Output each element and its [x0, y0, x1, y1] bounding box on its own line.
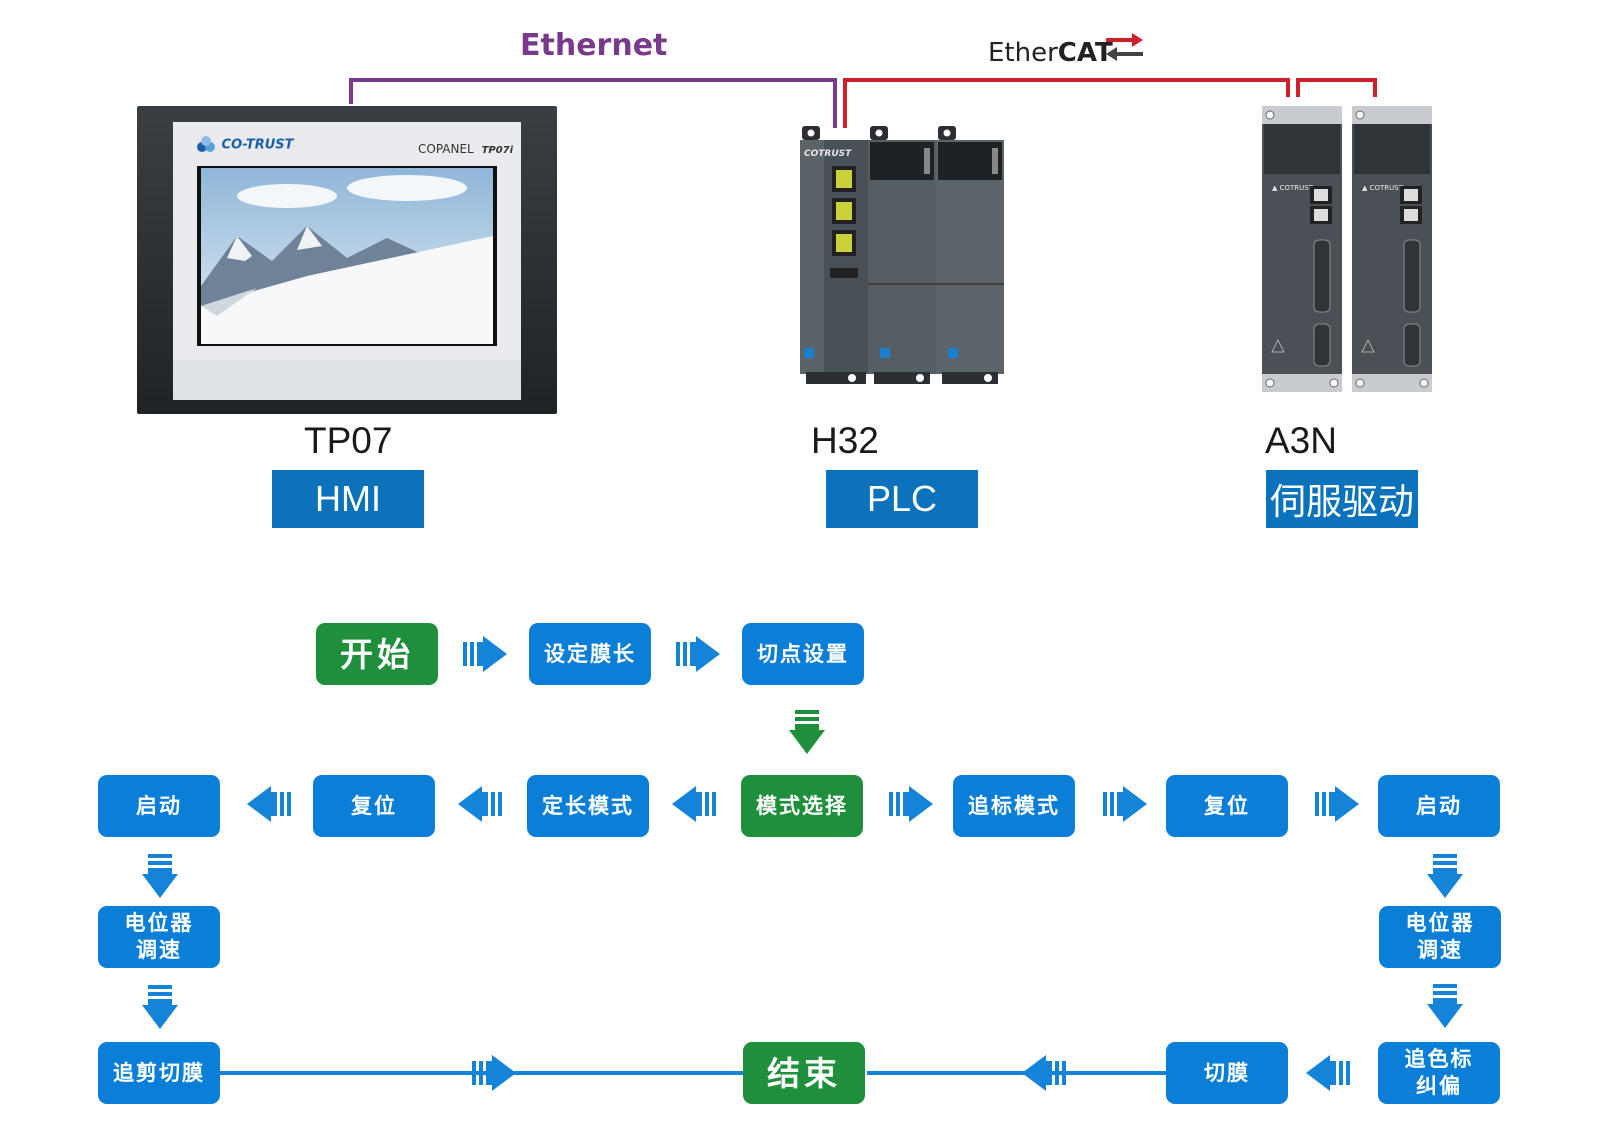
flow-chase-cut-film: 追剪切膜: [98, 1042, 220, 1104]
servo-role-badge: 伺服驱动: [1266, 470, 1418, 528]
svg-text:COTRUST: COTRUST: [804, 149, 852, 159]
arrow-left-icon: [247, 786, 291, 822]
flow-set-film-length: 设定膜长: [529, 623, 651, 685]
hmi-role-badge: HMI: [272, 470, 424, 528]
cotrust-logo-icon: [195, 136, 217, 154]
flow-reset-left: 复位: [313, 775, 435, 837]
ethernet-line: [349, 78, 837, 128]
arrow-right-icon: [463, 636, 507, 672]
ethernet-label: Ethernet: [520, 28, 668, 63]
network-lines: [349, 33, 1377, 128]
plc-model-label: H32: [811, 420, 879, 461]
hmi-model-label: TP07: [304, 420, 393, 461]
flow-color-mark-correction: 追色标纠偏: [1378, 1042, 1500, 1104]
hmi-device: CO-TRUST COPANEL TP07i: [137, 106, 557, 414]
mountain-wallpaper-image: [201, 168, 493, 344]
ethercat-label: EtherCAT: [988, 38, 1113, 68]
flow-pot-speed-left: 电位器调速: [98, 906, 220, 968]
plc-device: COTRUST: [800, 126, 1008, 392]
arrow-right-icon: [889, 786, 933, 822]
hmi-bezel: CO-TRUST COPANEL TP07i: [173, 122, 521, 400]
flow-arrows: [142, 636, 1463, 1091]
servo-model-label: A3N: [1265, 420, 1337, 461]
arrow-down-icon: [1427, 854, 1463, 898]
servo-drive-1: ▲ COTRUST: [1262, 106, 1342, 392]
hmi-brand: CO-TRUST: [195, 136, 294, 154]
arrow-right-icon: [1103, 786, 1147, 822]
arrow-right-icon: [1315, 786, 1359, 822]
svg-text:▲ COTRUST: ▲ COTRUST: [1272, 184, 1314, 192]
ethercat-line: [843, 78, 1290, 128]
ethercat-arrows-icon: [1106, 33, 1143, 61]
flow-cut-point-setting: 切点设置: [742, 623, 864, 685]
plc-role-badge: PLC: [826, 470, 978, 528]
arrow-left-icon: [458, 786, 502, 822]
hmi-bottom-bezel: [173, 360, 521, 400]
hmi-screen: [197, 166, 497, 346]
hmi-panel-title: COPANEL TP07i: [418, 142, 514, 156]
arrow-down-icon: [1427, 984, 1463, 1028]
ethercat-line-2: [1296, 78, 1377, 97]
flow-start-right: 启动: [1378, 775, 1500, 837]
flow-end: 结束: [743, 1042, 865, 1104]
arrow-down-icon: [142, 985, 178, 1029]
flow-start-left: 启动: [98, 775, 220, 837]
flow-start: 开始: [316, 623, 438, 685]
flow-cut-film: 切膜: [1166, 1042, 1288, 1104]
flow-mode-select: 模式选择: [741, 775, 863, 837]
arrow-down-icon: [789, 710, 825, 754]
flow-mark-tracking-mode: 追标模式: [953, 775, 1075, 837]
arrow-left-icon: [1306, 1055, 1350, 1091]
flow-reset-right: 复位: [1166, 775, 1288, 837]
servo-drive-2: ▲ COTRUST: [1352, 106, 1432, 392]
arrow-right-icon: [676, 636, 720, 672]
flow-fixed-length-mode: 定长模式: [527, 775, 649, 837]
svg-text:▲ COTRUST: ▲ COTRUST: [1362, 184, 1404, 192]
arrow-left-icon: [672, 786, 716, 822]
flow-pot-speed-right: 电位器调速: [1379, 906, 1501, 968]
arrow-down-icon: [142, 854, 178, 898]
